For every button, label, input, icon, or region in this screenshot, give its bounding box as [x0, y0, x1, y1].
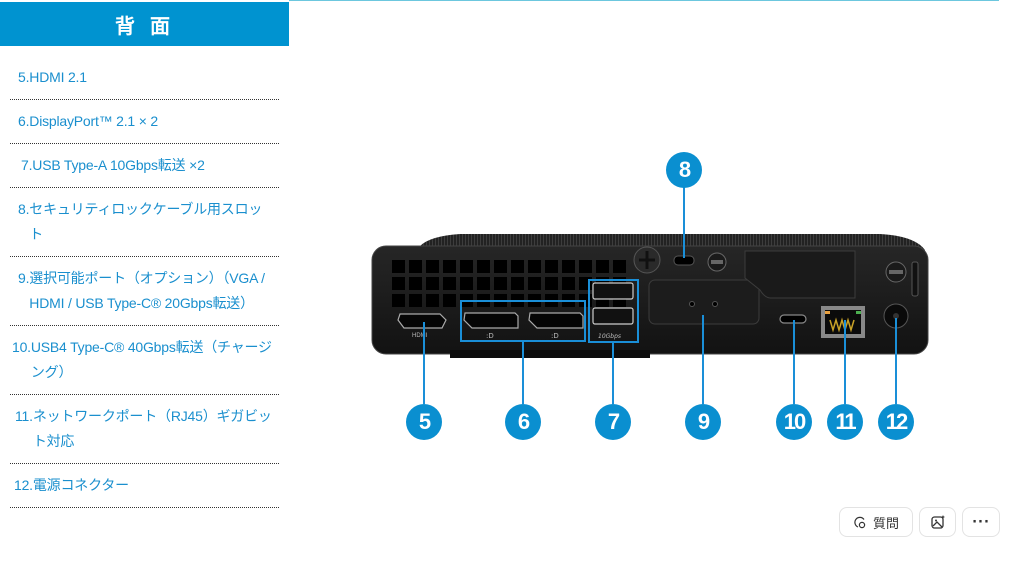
svg-text::D: :D	[486, 332, 494, 340]
vent-grille	[392, 260, 626, 307]
item-text: HDMI 2.1	[29, 69, 87, 85]
svg-text:HDMI: HDMI	[412, 333, 428, 339]
port-list: 5.HDMI 2.1 6.DisplayPort™ 2.1 × 2 7.USB …	[10, 56, 279, 508]
item-number: 7.	[21, 157, 33, 173]
usb-a-port-2	[592, 307, 634, 325]
item-number: 10.	[12, 339, 31, 355]
callout-line-10	[793, 320, 795, 404]
list-item: 6.DisplayPort™ 2.1 × 2	[10, 100, 279, 144]
ask-button[interactable]: 質問	[839, 507, 913, 537]
callout-line-9	[702, 315, 704, 404]
item-number: 11.	[15, 408, 33, 424]
badge-10: 10	[776, 404, 812, 440]
list-item: 12.電源コネクター	[10, 464, 279, 508]
callout-line-6	[522, 342, 524, 404]
image-button[interactable]	[919, 507, 956, 537]
list-item: 11.ネットワークポート（RJ45）ギガビット対応	[10, 395, 279, 464]
item-number: 5.	[18, 69, 30, 85]
displayport-2	[528, 312, 584, 329]
item-number: 12.	[14, 477, 33, 493]
badge-9: 9	[685, 404, 721, 440]
callout-line-8	[683, 186, 685, 258]
rear-panel-diagram: HDMI :D :D 10Gbps	[360, 150, 940, 450]
action-bar: 質問 ···	[839, 507, 1000, 537]
optional-port-cover	[648, 279, 760, 325]
callout-line-11	[844, 320, 846, 404]
list-item: 7.USB Type-A 10Gbps転送 ×2	[10, 144, 279, 188]
top-divider	[289, 0, 999, 1]
item-number: 8.	[18, 201, 30, 217]
item-text: USB Type-A 10Gbps転送 ×2	[32, 157, 205, 173]
callout-line-5	[423, 322, 425, 404]
hdmi-port	[397, 313, 447, 329]
computer-rear-image: HDMI :D :D 10Gbps	[371, 234, 929, 358]
badge-7: 7	[595, 404, 631, 440]
section-title: 背 面	[115, 13, 174, 38]
badge-11: 11	[827, 404, 863, 440]
item-text: 電源コネクター	[32, 477, 129, 493]
chat-question-icon	[854, 516, 866, 529]
item-text: DisplayPort™ 2.1 × 2	[29, 113, 158, 129]
badge-8: 8	[666, 152, 702, 188]
callout-line-12	[895, 318, 897, 404]
list-item: 10.USB4 Type-C® 40Gbps転送（チャージング）	[10, 326, 279, 395]
displayport-1	[463, 312, 519, 329]
list-item: 9.選択可能ポート（オプション）（VGA / HDMI / USB Type-C…	[10, 257, 279, 326]
more-icon: ···	[972, 514, 990, 530]
ask-label: 質問	[872, 516, 899, 532]
list-item: 5.HDMI 2.1	[10, 56, 279, 100]
displayport-highlight	[460, 300, 586, 342]
usb-a-highlight	[588, 279, 639, 343]
badge-6: 6	[505, 404, 541, 440]
image-sparkle-icon	[930, 515, 945, 529]
item-text: 選択可能ポート（オプション）（VGA / HDMI / USB Type-C® …	[29, 270, 265, 311]
badge-5: 5	[406, 404, 442, 440]
item-text: ネットワークポート（RJ45）ギガビット対応	[32, 408, 272, 449]
more-options-button[interactable]: ···	[962, 507, 1000, 537]
svg-text::D: :D	[551, 332, 559, 340]
svg-text:10Gbps: 10Gbps	[598, 333, 621, 340]
list-item: 8.セキュリティロックケーブル用スロット	[10, 188, 279, 257]
item-text: セキュリティロックケーブル用スロット	[29, 201, 263, 242]
badge-12: 12	[878, 404, 914, 440]
item-number: 6.	[18, 113, 30, 129]
usb-a-port-1	[592, 282, 634, 300]
callout-line-7	[612, 343, 614, 404]
section-header: 背 面	[0, 2, 289, 46]
item-text: USB4 Type-C® 40Gbps転送（チャージング）	[30, 339, 272, 380]
item-number: 9.	[18, 270, 30, 286]
